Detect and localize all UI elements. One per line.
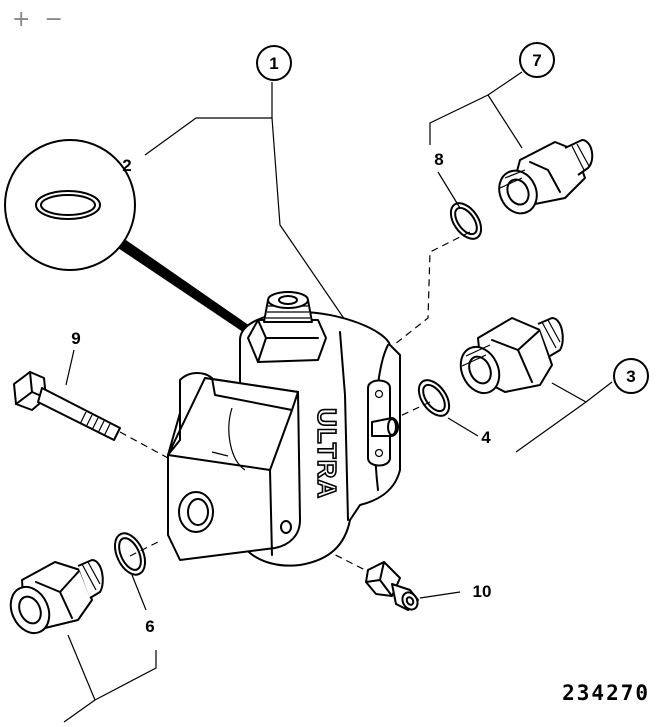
callout-4: 4 <box>481 428 491 447</box>
oring-8 <box>449 202 483 240</box>
callout-label: 1 <box>269 54 278 73</box>
callout-label: 7 <box>532 51 541 70</box>
callout-label: 6 <box>145 617 154 636</box>
oring-4 <box>417 379 451 417</box>
callout-2: 2 <box>122 156 131 175</box>
callout-8: 8 <box>434 150 443 169</box>
callout-label: 2 <box>122 156 131 175</box>
detail-circle <box>4 139 250 334</box>
zoom-out-button[interactable]: − <box>44 7 63 32</box>
callout-label: 10 <box>473 582 492 601</box>
oring-6 <box>113 532 147 576</box>
callout-6: 6 <box>145 617 154 636</box>
leader-lines <box>63 71 613 723</box>
valve-body: ULTRA <box>167 291 401 567</box>
callout-9: 9 <box>71 329 80 348</box>
zoom-controls: + − <box>12 6 63 34</box>
callout-1: 1 <box>256 45 292 81</box>
adaptor-7 <box>498 139 594 215</box>
callout-label: 3 <box>626 367 635 386</box>
callout-10: 10 <box>473 582 492 601</box>
brand-lettering: ULTRA <box>312 408 342 499</box>
callout-label: 8 <box>434 150 443 169</box>
adaptor-bottom-left <box>9 559 104 635</box>
callout-7: 7 <box>519 42 555 78</box>
adaptor-3 <box>459 317 564 395</box>
zoom-in-button[interactable]: + <box>12 7 31 32</box>
bolt-9 <box>13 371 121 441</box>
callout-label: 9 <box>71 329 80 348</box>
nipple-10 <box>365 561 419 611</box>
callout-3: 3 <box>613 358 649 394</box>
figure-number: 234270 <box>562 681 650 705</box>
callout-label: 4 <box>481 428 491 447</box>
